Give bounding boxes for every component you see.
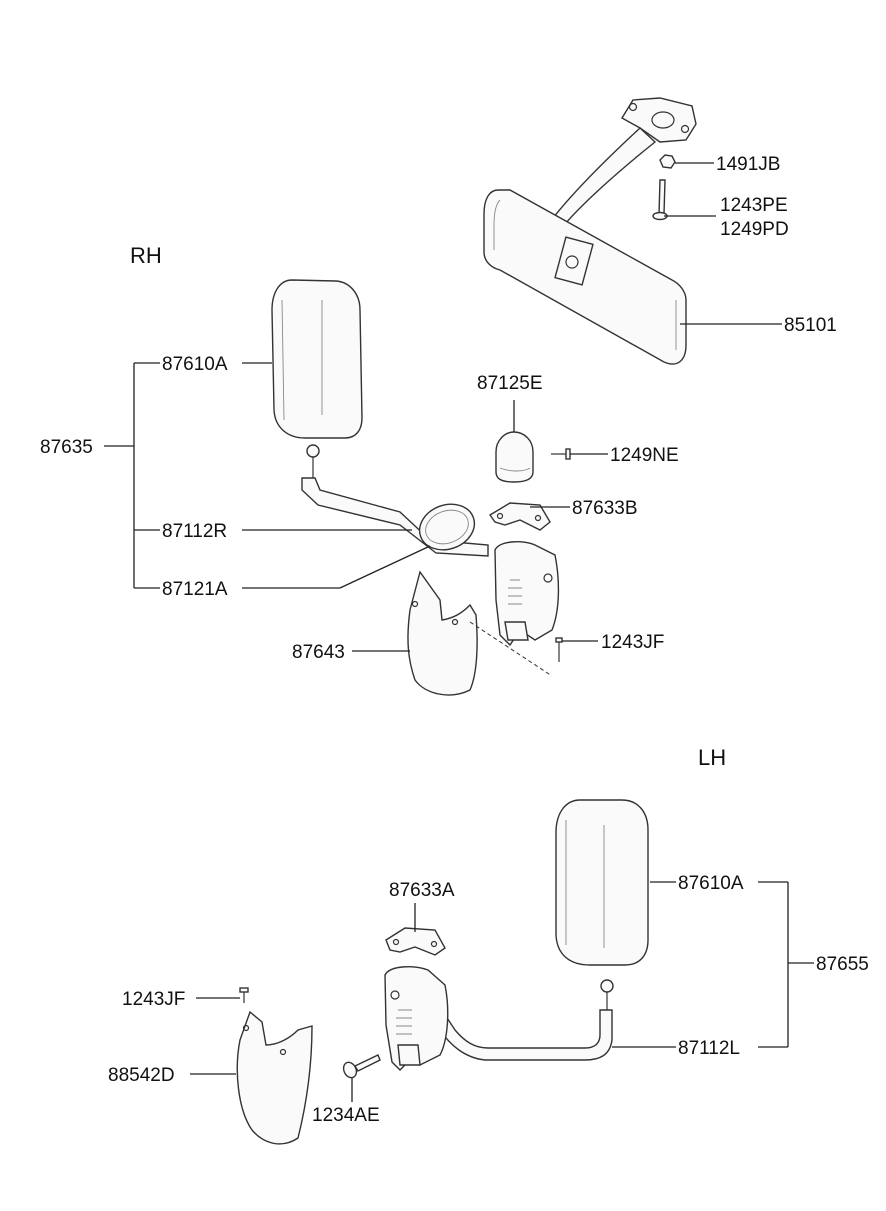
rh-bracket-87633b bbox=[488, 502, 551, 531]
part-label-1243pe: 1243PE bbox=[720, 195, 788, 216]
rh-cover-87643 bbox=[407, 570, 553, 696]
lh-cover-88542d bbox=[236, 1010, 313, 1145]
rh-mount-base bbox=[494, 541, 560, 647]
rh-mirror-head-87610a bbox=[271, 279, 363, 439]
part-label-1243jf-lh: 1243JF bbox=[122, 989, 185, 1010]
lh-mount-base bbox=[384, 966, 449, 1071]
part-label-1249pd: 1249PD bbox=[720, 219, 789, 240]
part-label-87125e: 87125E bbox=[477, 373, 543, 394]
part-label-1249ne: 1249NE bbox=[610, 445, 679, 466]
interior-mirror-assembly bbox=[483, 97, 697, 365]
part-label-87112l: 87112L bbox=[678, 1038, 740, 1059]
section-label-lh: LH bbox=[698, 745, 726, 770]
rh-convex-mirror-87121a bbox=[418, 503, 476, 551]
part-label-87655: 87655 bbox=[816, 954, 869, 975]
screw-1243pe bbox=[652, 179, 668, 221]
rh-arm-87112r bbox=[301, 444, 489, 557]
part-label-1243jf-rh: 1243JF bbox=[601, 632, 664, 653]
section-label-rh: RH bbox=[130, 243, 162, 268]
part-label-87643: 87643 bbox=[292, 642, 345, 663]
nut-1491jb bbox=[659, 154, 676, 169]
rh-cap-87125e bbox=[495, 431, 534, 483]
leader-lines bbox=[104, 162, 814, 1102]
part-label-87610a-rh: 87610A bbox=[162, 354, 228, 375]
lh-screw-1243jf bbox=[239, 987, 249, 1003]
part-label-87610a-lh: 87610A bbox=[678, 873, 744, 894]
part-label-87112r: 87112R bbox=[162, 521, 227, 542]
lh-screw-1234ae bbox=[342, 1054, 381, 1079]
lh-mirror-head-87610a bbox=[555, 799, 649, 966]
part-label-87121a: 87121A bbox=[162, 579, 228, 600]
part-label-87633a: 87633A bbox=[389, 880, 455, 901]
part-label-87633b: 87633B bbox=[572, 498, 638, 519]
part-label-85101: 85101 bbox=[784, 315, 837, 336]
part-label-1491jb: 1491JB bbox=[716, 154, 780, 175]
rh-screw-1243jf bbox=[555, 637, 563, 662]
part-label-88542d: 88542D bbox=[108, 1065, 175, 1086]
part-label-1234ae: 1234AE bbox=[312, 1105, 380, 1126]
rh-screw-1249ne bbox=[551, 448, 571, 460]
lh-bracket-87633a bbox=[385, 927, 446, 956]
part-label-87635: 87635 bbox=[40, 437, 93, 458]
